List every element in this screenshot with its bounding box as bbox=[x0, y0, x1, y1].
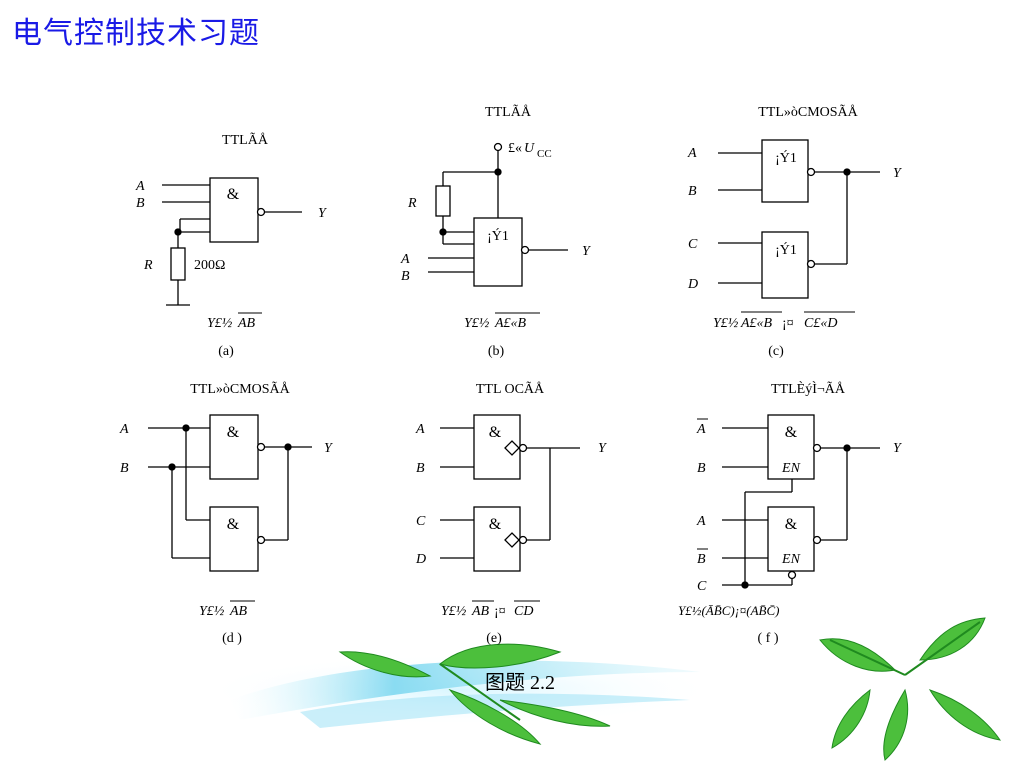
panel-c-label: (c) bbox=[768, 344, 784, 359]
panel-e-header: TTL OCÃÅ bbox=[476, 381, 545, 397]
panel-d-expr-over: AB bbox=[229, 604, 248, 619]
panel-b-output-y: Y bbox=[582, 244, 592, 259]
panel-c-input-d: D bbox=[687, 277, 698, 292]
panel-f-input-b-bar: B bbox=[697, 552, 706, 567]
panel-d-gate1-symbol: & bbox=[227, 424, 240, 441]
panel-c-gate1-symbol: ¡Ý1 bbox=[775, 149, 797, 166]
panel-b-vcc-prefix: £« bbox=[508, 141, 522, 156]
panel-f bbox=[722, 414, 880, 589]
panel-d-gate2-symbol: & bbox=[227, 516, 240, 533]
panel-c-expr-over2: C£«D bbox=[804, 316, 837, 331]
resistor-a bbox=[170, 247, 186, 281]
panel-c-expr-mid: ¡¤ bbox=[782, 316, 794, 331]
panel-f-header: TTLÈýÌ¬ÃÅ bbox=[771, 380, 846, 397]
or-gate-c1 bbox=[761, 139, 809, 203]
panel-d-header: TTL»òCMOSÃÅ bbox=[190, 381, 290, 397]
panel-a-expr-over: AB bbox=[237, 316, 256, 331]
panel-f-input-c: C bbox=[697, 579, 707, 594]
panel-e-label: (e) bbox=[486, 631, 502, 646]
panel-c-expr-over1: A£«B bbox=[740, 316, 773, 331]
panel-d-output-y: Y bbox=[324, 441, 334, 456]
panel-e-expr-over2: CD bbox=[514, 604, 533, 619]
panel-f-output-y: Y bbox=[893, 441, 903, 456]
panel-d-input-b: B bbox=[120, 461, 129, 476]
panel-c-output-y: Y bbox=[893, 166, 903, 181]
panel-d-label: (d ) bbox=[222, 631, 242, 646]
panel-f-input-a-bar: A bbox=[696, 422, 706, 437]
decorative-stems bbox=[439, 621, 981, 721]
panel-f-gate2-en: EN bbox=[781, 552, 801, 567]
panel-e-output-y: Y bbox=[598, 441, 608, 456]
panel-c-input-c: C bbox=[688, 237, 698, 252]
panel-f-label: ( f ) bbox=[758, 631, 779, 646]
panel-a-resistor-value: 200Ω bbox=[194, 258, 225, 273]
panel-a-label: (a) bbox=[218, 344, 234, 359]
panel-d bbox=[148, 414, 312, 572]
resistor-b bbox=[435, 185, 451, 217]
slide-title: 电气控制技术习题 bbox=[12, 16, 260, 51]
panel-b-header: TTLÃÅ bbox=[485, 104, 532, 120]
panel-c-gate2-symbol: ¡Ý1 bbox=[775, 241, 797, 258]
panel-a-resistor-label: R bbox=[143, 258, 153, 273]
panel-c bbox=[718, 139, 880, 299]
panel-f-input-b: B bbox=[697, 461, 706, 476]
panel-a-output-y: Y bbox=[318, 206, 328, 221]
panel-a bbox=[162, 177, 302, 306]
panel-e bbox=[440, 414, 580, 572]
panel-d-expr-prefix: Y£½ bbox=[199, 604, 225, 619]
panel-f-gate1-en: EN bbox=[781, 461, 801, 476]
panel-f-input-a: A bbox=[696, 514, 706, 529]
panel-f-gate1-symbol: & bbox=[785, 424, 798, 441]
panel-a-header: TTLÃÅ bbox=[222, 132, 269, 148]
panel-e-expr-mid: ¡¤ bbox=[494, 604, 506, 619]
panel-e-gate1-symbol: & bbox=[489, 424, 502, 441]
decorative-leaves-left bbox=[338, 617, 1002, 761]
panel-a-expr-prefix: Y£½ bbox=[207, 316, 233, 331]
panel-c-header: TTL»òCMOSÃÅ bbox=[758, 104, 858, 120]
panel-b-input-a: A bbox=[400, 252, 410, 267]
panel-e-input-b: B bbox=[416, 461, 425, 476]
panel-a-input-b: B bbox=[136, 196, 145, 211]
panel-e-expr-prefix: Y£½ bbox=[441, 604, 467, 619]
panel-e-expr-over1: AB bbox=[471, 604, 490, 619]
figure-caption: 图题 2.2 bbox=[485, 672, 555, 694]
panel-b-vcc-sub: CC bbox=[537, 148, 552, 160]
panel-c-input-a: A bbox=[687, 146, 697, 161]
panel-b-expr-prefix: Y£½ bbox=[464, 316, 490, 331]
panel-a-gate-symbol: & bbox=[227, 186, 240, 203]
panel-b bbox=[428, 142, 568, 287]
or-gate-c2 bbox=[761, 231, 809, 299]
panel-f-gate2-symbol: & bbox=[785, 516, 798, 533]
panel-e-input-a: A bbox=[415, 422, 425, 437]
panel-c-expr-prefix: Y£½ bbox=[713, 316, 739, 331]
panel-b-label: (b) bbox=[488, 344, 505, 359]
panel-e-gate2-symbol: & bbox=[489, 516, 502, 533]
panel-e-input-d: D bbox=[415, 552, 426, 567]
panel-b-gate-symbol: ¡Ý1 bbox=[487, 227, 509, 244]
panel-b-vcc: U bbox=[524, 141, 535, 156]
panel-b-resistor-label: R bbox=[407, 196, 417, 211]
panel-d-input-a: A bbox=[119, 422, 129, 437]
panel-b-expr-over: A£«B bbox=[494, 316, 527, 331]
panel-e-input-c: C bbox=[416, 514, 426, 529]
panel-f-expression: Y£½(ĀB̄C)¡¤(AB̄C̄) bbox=[678, 603, 779, 618]
panel-b-input-b: B bbox=[401, 269, 410, 284]
panel-a-input-a: A bbox=[135, 179, 145, 194]
panel-c-input-b: B bbox=[688, 184, 697, 199]
diagram-text: TTLÃÅ A B & Y R 200Ω Y£½ AB (a) TTLÃÅ £«… bbox=[119, 104, 903, 694]
